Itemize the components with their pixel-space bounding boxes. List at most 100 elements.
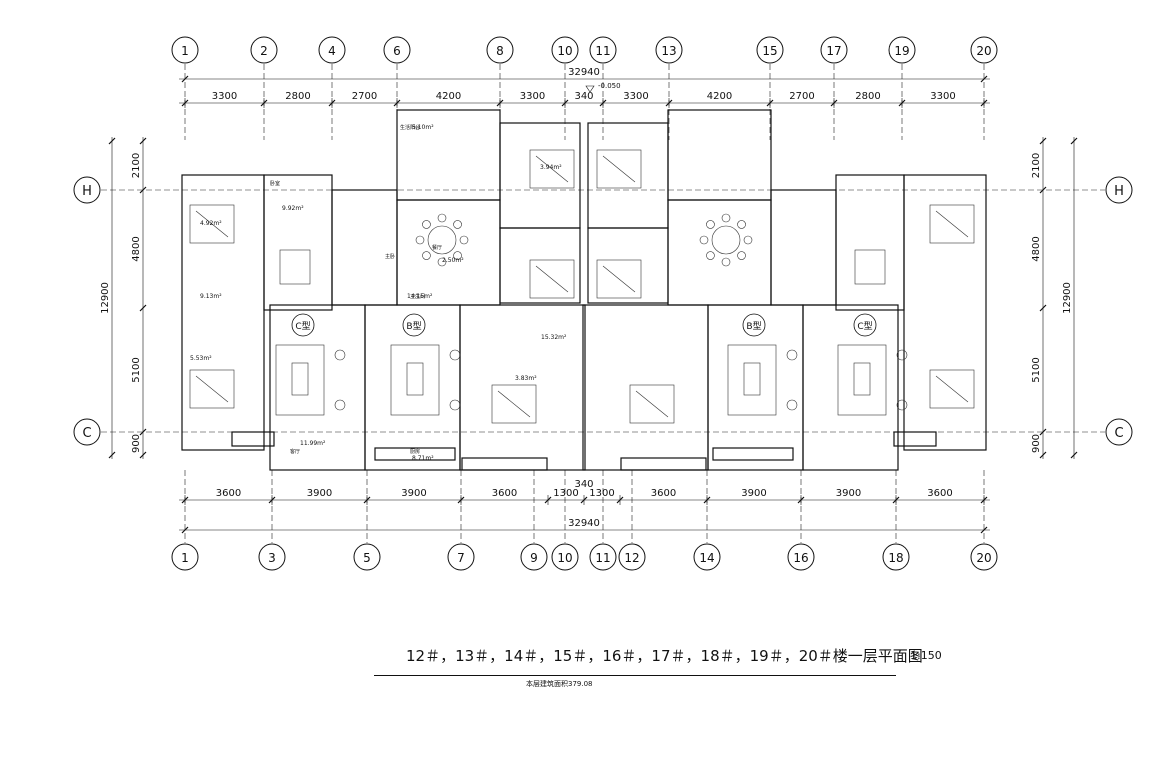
- grid-bubble-bottom-11: [589, 543, 617, 571]
- level-mark-label: -0.050: [598, 82, 621, 90]
- sofa-set-2: [727, 344, 777, 416]
- dim-bottom-mid-label: 340: [574, 479, 593, 490]
- grid-bubble-top-15: [756, 36, 784, 64]
- round-chair-0-5: [422, 220, 431, 229]
- dim-bottom-label-6: 3600: [651, 488, 676, 499]
- dim-bottom-total-label: 32940: [568, 518, 600, 529]
- drawing-scale: 1:150: [910, 649, 942, 662]
- dim-top-label-6: 3300: [623, 91, 648, 102]
- dim-right-label-2: 5100: [1031, 357, 1042, 382]
- balcony-right-1: [620, 457, 707, 471]
- room-area-label-1: 2.50m²: [442, 257, 464, 264]
- round-chair-1-6: [721, 213, 731, 223]
- bed-8: [596, 259, 642, 299]
- round-chair-0-3: [422, 251, 431, 260]
- dim-bottom-label-0: 3600: [216, 488, 241, 499]
- grid-label-top-20: 20: [976, 44, 991, 58]
- grid-bubble-bottom-9: [520, 543, 548, 571]
- grid-bubble-right-H: [1105, 176, 1133, 204]
- wall-block-right-7: [582, 304, 709, 471]
- grid-label-top-6: 6: [393, 44, 401, 58]
- dim-left-label-0: 2100: [131, 153, 142, 178]
- wall-block-right-3: [667, 109, 772, 201]
- grid-label-top-17: 17: [826, 44, 841, 58]
- title-underline: [374, 675, 896, 676]
- room-area-label-7: 14.15m²: [407, 293, 433, 300]
- grid-label-bottom-12: 12: [624, 551, 639, 565]
- dim-bottom-label-1: 3900: [307, 488, 332, 499]
- dim-right-label-1: 4800: [1031, 236, 1042, 261]
- bed-cover-9: [635, 390, 669, 418]
- dim-bottom-label-4: 1300: [553, 488, 578, 499]
- dim-top-label-8: 2700: [789, 91, 814, 102]
- grid-bubble-top-4: [318, 36, 346, 64]
- armchair-1-b: [449, 399, 461, 411]
- grid-label-top-13: 13: [661, 44, 676, 58]
- room-name-label-3: 卧室: [270, 180, 280, 187]
- wall-block-left-2: [331, 189, 398, 306]
- armchair-2-b: [786, 399, 798, 411]
- grid-label-bottom-18: 18: [888, 551, 903, 565]
- bed-cover-4: [497, 390, 531, 418]
- round-chair-1-0: [743, 235, 753, 245]
- unit-type-label-3: C型: [857, 321, 872, 332]
- grid-bubble-bottom-7: [447, 543, 475, 571]
- wall-block-left-5: [499, 122, 581, 229]
- drawing-title: 12＃，13＃，14＃，15＃，16＃，17＃，18＃，19＃，20＃楼一层平面…: [406, 647, 923, 665]
- bed-3: [529, 259, 575, 299]
- room-area-label-6: 9.92m²: [282, 205, 304, 212]
- room-area-label-4: 5.53m²: [190, 355, 212, 362]
- grid-bubble-bottom-18: [882, 543, 910, 571]
- grid-label-top-15: 15: [762, 44, 777, 58]
- dining-table-0: [279, 249, 311, 285]
- grid-lines: [73, 36, 1133, 571]
- room-name-label-5: 卫生间: [410, 293, 425, 300]
- armchair-3-a: [896, 349, 908, 361]
- dim-right-label-3: 900: [1031, 434, 1042, 453]
- bed-cover-8: [602, 265, 636, 293]
- unit-type-label-1: B型: [406, 321, 421, 332]
- room-name-label-0: 生活阳台: [400, 124, 420, 131]
- room-name-label-1: 餐厅: [432, 244, 442, 251]
- grid-label-bottom-5: 5: [363, 551, 371, 565]
- dim-top-total-tick-1: [980, 75, 988, 83]
- armchair-0-a: [334, 349, 346, 361]
- wall-block-right-9: [707, 304, 804, 471]
- dimension-lines: [108, 75, 1078, 534]
- grid-bubble-top-10: [551, 36, 579, 64]
- coffee-table-3: [853, 362, 871, 396]
- sofa-set-1: [390, 344, 440, 416]
- dim-left-tick-4: [139, 451, 147, 459]
- dim-left-label-1: 4800: [131, 236, 142, 261]
- room-name-label-2: 客厅: [290, 448, 300, 455]
- wall-block-left-7: [459, 304, 586, 471]
- dim-bottom-label-7: 3900: [741, 488, 766, 499]
- armchair-1-a: [449, 349, 461, 361]
- wall-block-right-6: [587, 227, 669, 304]
- grid-label-bottom-10: 10: [557, 551, 572, 565]
- grid-label-bottom-9: 9: [530, 551, 538, 565]
- sofa-set-0: [275, 344, 325, 416]
- grid-bubble-bottom-14: [693, 543, 721, 571]
- balcony-left-1: [461, 457, 548, 471]
- wall-block-right-0: [903, 174, 987, 451]
- grid-label-bottom-1: 1: [181, 551, 189, 565]
- grid-label-right-C: C: [1114, 426, 1123, 441]
- building-walls: [181, 109, 987, 471]
- wall-block-right-1: [835, 174, 905, 311]
- grid-label-bottom-11: 11: [595, 551, 610, 565]
- grid-bubble-bottom-12: [618, 543, 646, 571]
- bed-0: [189, 204, 235, 244]
- wall-block-right-5: [587, 122, 669, 229]
- round-chair-0-0: [459, 235, 469, 245]
- grid-bubble-top-1: [171, 36, 199, 64]
- round-chair-1-1: [737, 251, 746, 260]
- dim-top-label-7: 4200: [707, 91, 732, 102]
- room-name-label-4: 主卧: [385, 253, 395, 260]
- unit-type-bubble-3: [853, 313, 877, 337]
- unit-type-label-0: C型: [295, 321, 310, 332]
- dim-left-total-tick-0: [108, 137, 116, 145]
- dim-left-tick-3: [139, 428, 147, 436]
- room-area-label-0: 5.10m²: [412, 124, 434, 131]
